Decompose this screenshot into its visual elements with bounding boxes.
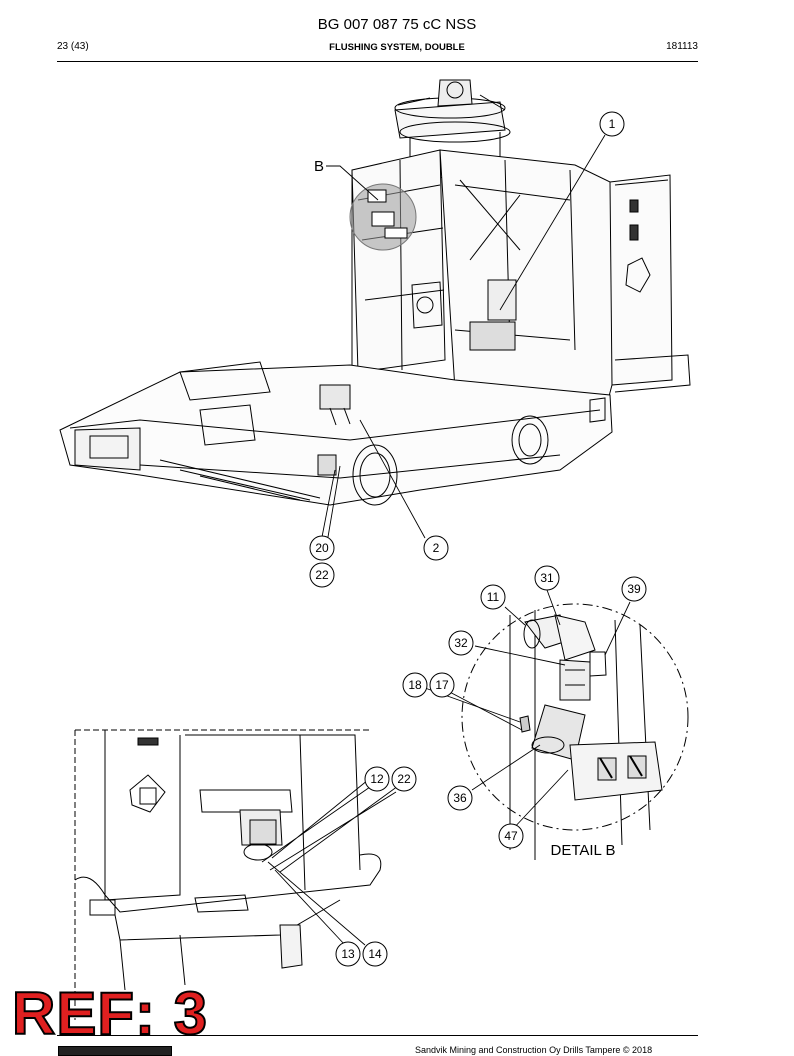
callout-label: 32	[454, 636, 468, 650]
callout-label: 17	[435, 678, 449, 692]
callout-12	[364, 766, 390, 792]
callout-13	[335, 941, 361, 967]
callout-47	[498, 823, 524, 849]
lower-machine-view	[74, 729, 382, 1020]
copyright-text: Sandvik Mining and Construction Oy Drill…	[415, 1045, 653, 1055]
callout-label: 22	[397, 772, 411, 786]
callout-label: 31	[540, 571, 554, 585]
sandvik-logo	[58, 1046, 172, 1056]
callout-label: 20	[315, 541, 329, 555]
callout-label: 11	[487, 590, 500, 604]
callout-label: 12	[370, 772, 384, 786]
page-number: 23 (43)	[57, 41, 89, 52]
callout-18	[402, 672, 428, 698]
header-rule	[57, 61, 698, 62]
callout-14	[362, 941, 388, 967]
callout-20	[309, 535, 335, 561]
callout-22-lower	[391, 766, 417, 792]
callout-1	[599, 111, 625, 137]
callout-32	[448, 630, 474, 656]
callout-11	[480, 584, 506, 610]
detail-b-leaders	[424, 589, 631, 831]
callout-label: 1	[609, 117, 616, 131]
callout-label: 22	[315, 568, 329, 582]
document-code: BG 007 087 75 cC NSS	[317, 16, 477, 33]
detail-b-caption: DETAIL B	[550, 842, 615, 859]
detail-b-view	[461, 603, 689, 860]
callout-2	[423, 535, 449, 561]
callout-22-main	[309, 562, 335, 588]
date-code: 181113	[666, 41, 698, 52]
callout-group	[309, 111, 647, 967]
callout-label: 2	[433, 541, 440, 555]
view-label-b: B	[314, 158, 324, 175]
callout-36	[447, 785, 473, 811]
main-machine-frame	[59, 79, 691, 506]
callout-label: 39	[627, 582, 641, 596]
callout-label: 36	[453, 791, 467, 805]
lower-view-leaders	[261, 779, 399, 946]
callout-39	[621, 576, 647, 602]
callout-31	[534, 565, 560, 591]
callout-label: 13	[341, 947, 355, 961]
callout-label: 47	[504, 829, 518, 843]
main-view-leaders	[321, 134, 606, 539]
callout-17	[429, 672, 455, 698]
section-title: FLUSHING SYSTEM, DOUBLE	[329, 42, 465, 53]
callout-label: 18	[408, 678, 422, 692]
ref-stamp: REF: 3	[11, 980, 209, 1047]
callout-label: 14	[368, 947, 382, 961]
footer-rule	[57, 1035, 698, 1036]
